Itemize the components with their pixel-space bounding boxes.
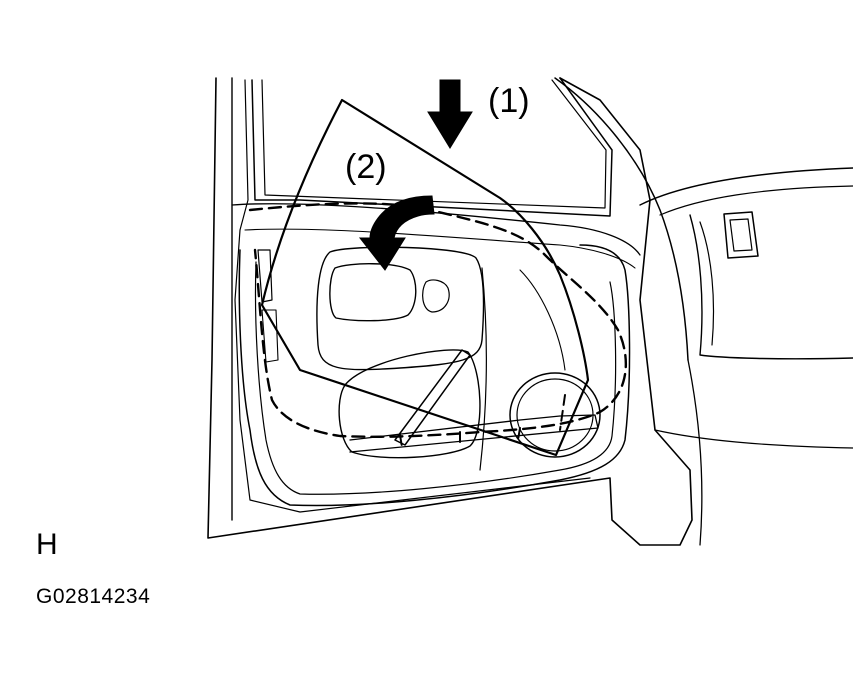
regulator-rail-2	[349, 414, 599, 453]
curved-arrow-icon	[358, 195, 435, 271]
door-frame-outline	[207, 77, 693, 546]
hinge-area-2	[261, 309, 279, 363]
grab-handle-inner	[729, 218, 753, 252]
body-roofline-inner	[659, 185, 853, 216]
trim-panel-dashed-inner	[399, 394, 566, 448]
door-pillar-line-inner	[234, 79, 591, 513]
step-2-label: (2)	[345, 148, 387, 186]
handle-cavity-small	[422, 279, 450, 313]
belt-line	[231, 203, 641, 256]
inner-panel-outline-2	[254, 261, 617, 495]
lower-opening	[338, 349, 481, 459]
speaker-hole-inner	[516, 378, 594, 452]
grab-handle	[723, 211, 759, 259]
down-arrow-icon	[427, 79, 473, 149]
body-lower-line	[687, 359, 703, 546]
body-sill-line	[654, 429, 853, 449]
handle-cavity	[329, 263, 417, 322]
body-pillar-line	[554, 77, 689, 361]
panel-rib-2	[519, 269, 566, 371]
hinge-area	[257, 249, 273, 303]
seat-back-inner	[699, 221, 715, 346]
trim-panel-solid-outline	[260, 98, 590, 457]
corner-letter: H	[36, 528, 58, 561]
window-frame	[251, 77, 613, 217]
speaker-hole	[509, 372, 601, 458]
inner-panel-outline	[238, 244, 631, 507]
figure-code: G02814234	[36, 585, 151, 608]
step-1-label: (1)	[488, 82, 530, 120]
seat-back-outline	[689, 214, 853, 360]
belt-line-lower	[244, 228, 636, 269]
body-roofline	[639, 167, 853, 206]
panel-rib	[479, 267, 487, 471]
trim-panel-dashed-outline	[248, 202, 628, 438]
window-frame-inner	[261, 79, 607, 209]
